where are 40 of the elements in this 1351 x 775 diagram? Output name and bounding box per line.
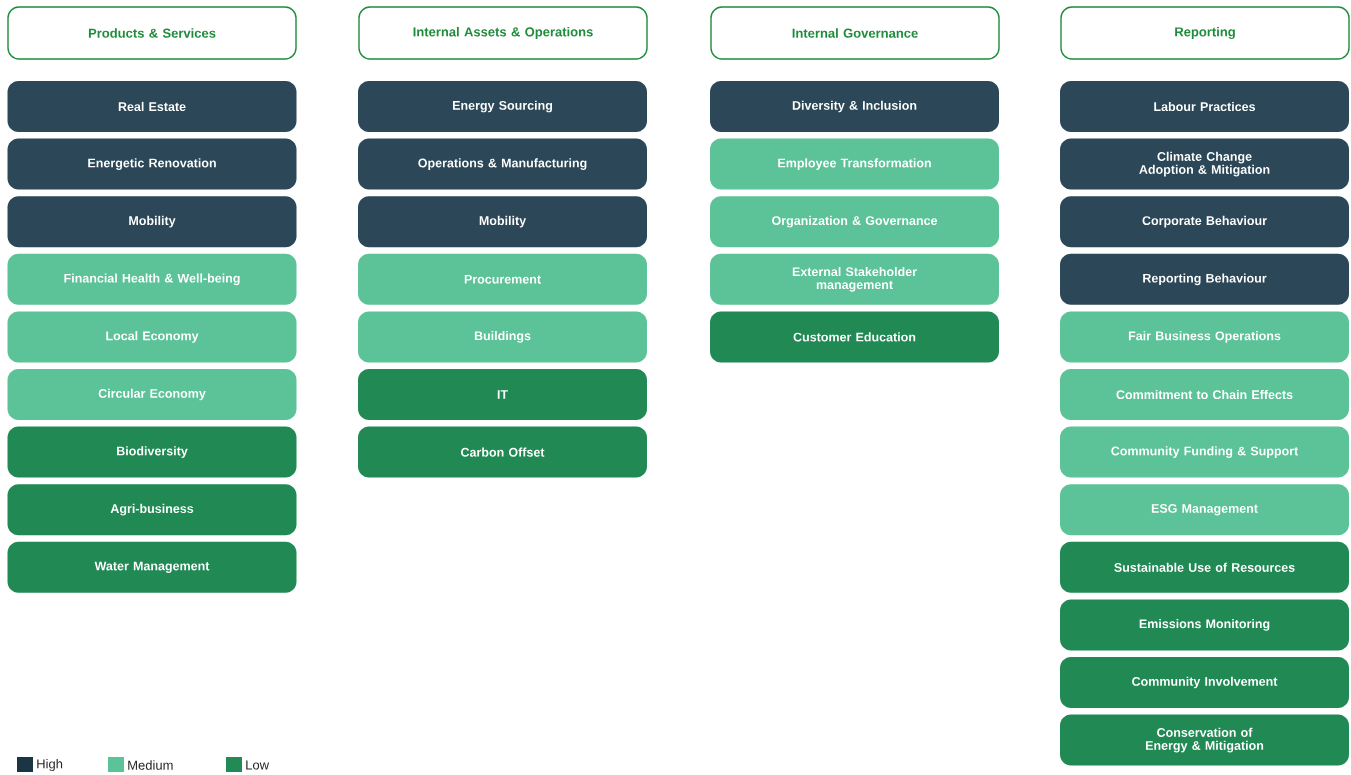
topic-box: Carbon Offset (358, 426, 647, 478)
topic-box: Climate Change Adoption & Mitigation (1060, 138, 1349, 190)
topic-box: Circular Economy (7, 369, 297, 420)
topic-box: Energy Sourcing (358, 81, 647, 132)
topic-box: Labour Practices (1060, 81, 1349, 132)
topic-box: Community Involvement (1060, 657, 1349, 708)
topic-box: IT (358, 369, 647, 420)
topic-box: Emissions Monitoring (1060, 599, 1349, 651)
topic-box: Operations & Manufacturing (358, 138, 647, 190)
category-header: Reporting (1060, 6, 1350, 60)
topic-box: Reporting Behaviour (1060, 253, 1349, 305)
topic-box: Real Estate (7, 81, 297, 132)
legend-label: Medium (128, 760, 173, 770)
legend-label: High (37, 758, 63, 772)
topic-box: Local Economy (7, 311, 297, 363)
category-header: Products & Services (7, 6, 297, 60)
category-header: Internal Assets & Operations (358, 6, 648, 60)
topic-box: Agri-business (7, 484, 297, 536)
topic-box: ESG Management (1060, 484, 1349, 536)
topic-box: Corporate Behaviour (1060, 196, 1349, 248)
topic-box: Financial Health & Well-being (7, 253, 297, 305)
topic-box: Mobility (358, 196, 647, 248)
topic-box: Community Funding & Support (1060, 426, 1349, 478)
topic-box: Buildings (358, 311, 647, 363)
topic-box: Energetic Renovation (7, 138, 297, 190)
topic-box: Sustainable Use of Resources (1060, 541, 1349, 593)
topic-box: Commitment to Chain Effects (1060, 369, 1349, 420)
topic-box: Mobility (7, 196, 297, 248)
topic-box: Organization & Governance (710, 196, 999, 248)
legend-label: Low (246, 760, 270, 770)
topic-box: Diversity & Inclusion (710, 81, 999, 132)
topic-box: Customer Education (710, 311, 999, 363)
topic-box: External Stakeholder management (710, 253, 999, 305)
topic-box: Water Management (7, 541, 297, 593)
category-header: Internal Governance (710, 6, 1000, 60)
topic-box: Employee Transformation (710, 138, 999, 190)
topic-box: Procurement (358, 253, 647, 305)
topic-box: Conservation of Energy & Mitigation (1060, 714, 1349, 766)
topic-box: Biodiversity (7, 426, 297, 478)
topic-box: Fair Business Operations (1060, 311, 1349, 363)
